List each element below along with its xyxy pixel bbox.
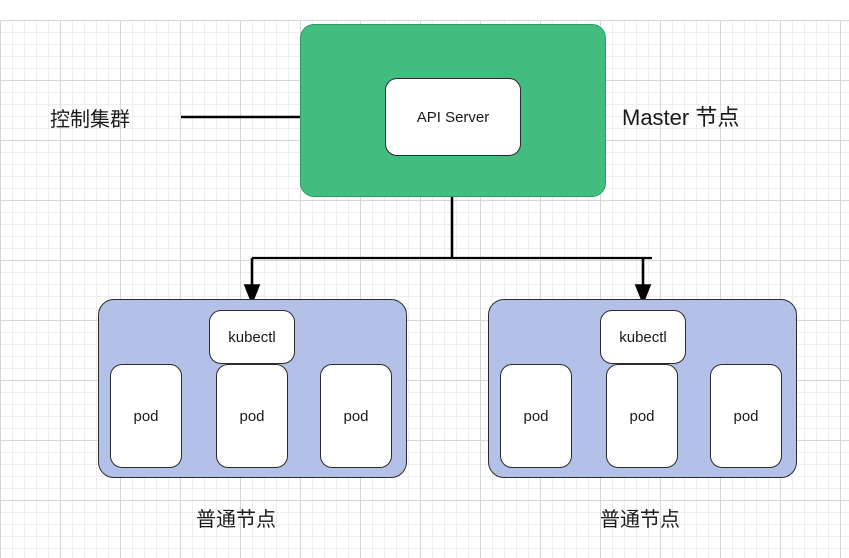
api-server-label: API Server	[416, 108, 490, 126]
pod-label: pod	[733, 407, 759, 425]
kubectl-label-1: kubectl	[228, 328, 276, 346]
master-node-label: Master 节点	[622, 105, 740, 130]
pod-label: pod	[343, 407, 369, 425]
pod-label: pod	[239, 407, 265, 425]
api-server-box[interactable]: API Server	[385, 78, 521, 156]
pod-box-2-2[interactable]: pod	[606, 364, 678, 468]
pod-box-1-2[interactable]: pod	[216, 364, 288, 468]
pod-box-2-1[interactable]: pod	[500, 364, 572, 468]
kubectl-label-2: kubectl	[619, 328, 667, 346]
worker-node-caption-1: 普通节点	[196, 509, 276, 531]
pod-label: pod	[523, 407, 549, 425]
pod-label: pod	[629, 407, 655, 425]
kubectl-box-1[interactable]: kubectl	[209, 310, 295, 364]
pod-label: pod	[133, 407, 159, 425]
kubectl-box-2[interactable]: kubectl	[600, 310, 686, 364]
pod-box-2-3[interactable]: pod	[710, 364, 782, 468]
pod-box-1-1[interactable]: pod	[110, 364, 182, 468]
grid-top-rule	[0, 20, 849, 21]
worker-node-caption-2: 普通节点	[600, 509, 680, 531]
pod-box-1-3[interactable]: pod	[320, 364, 392, 468]
control-cluster-label: 控制集群	[50, 109, 130, 131]
